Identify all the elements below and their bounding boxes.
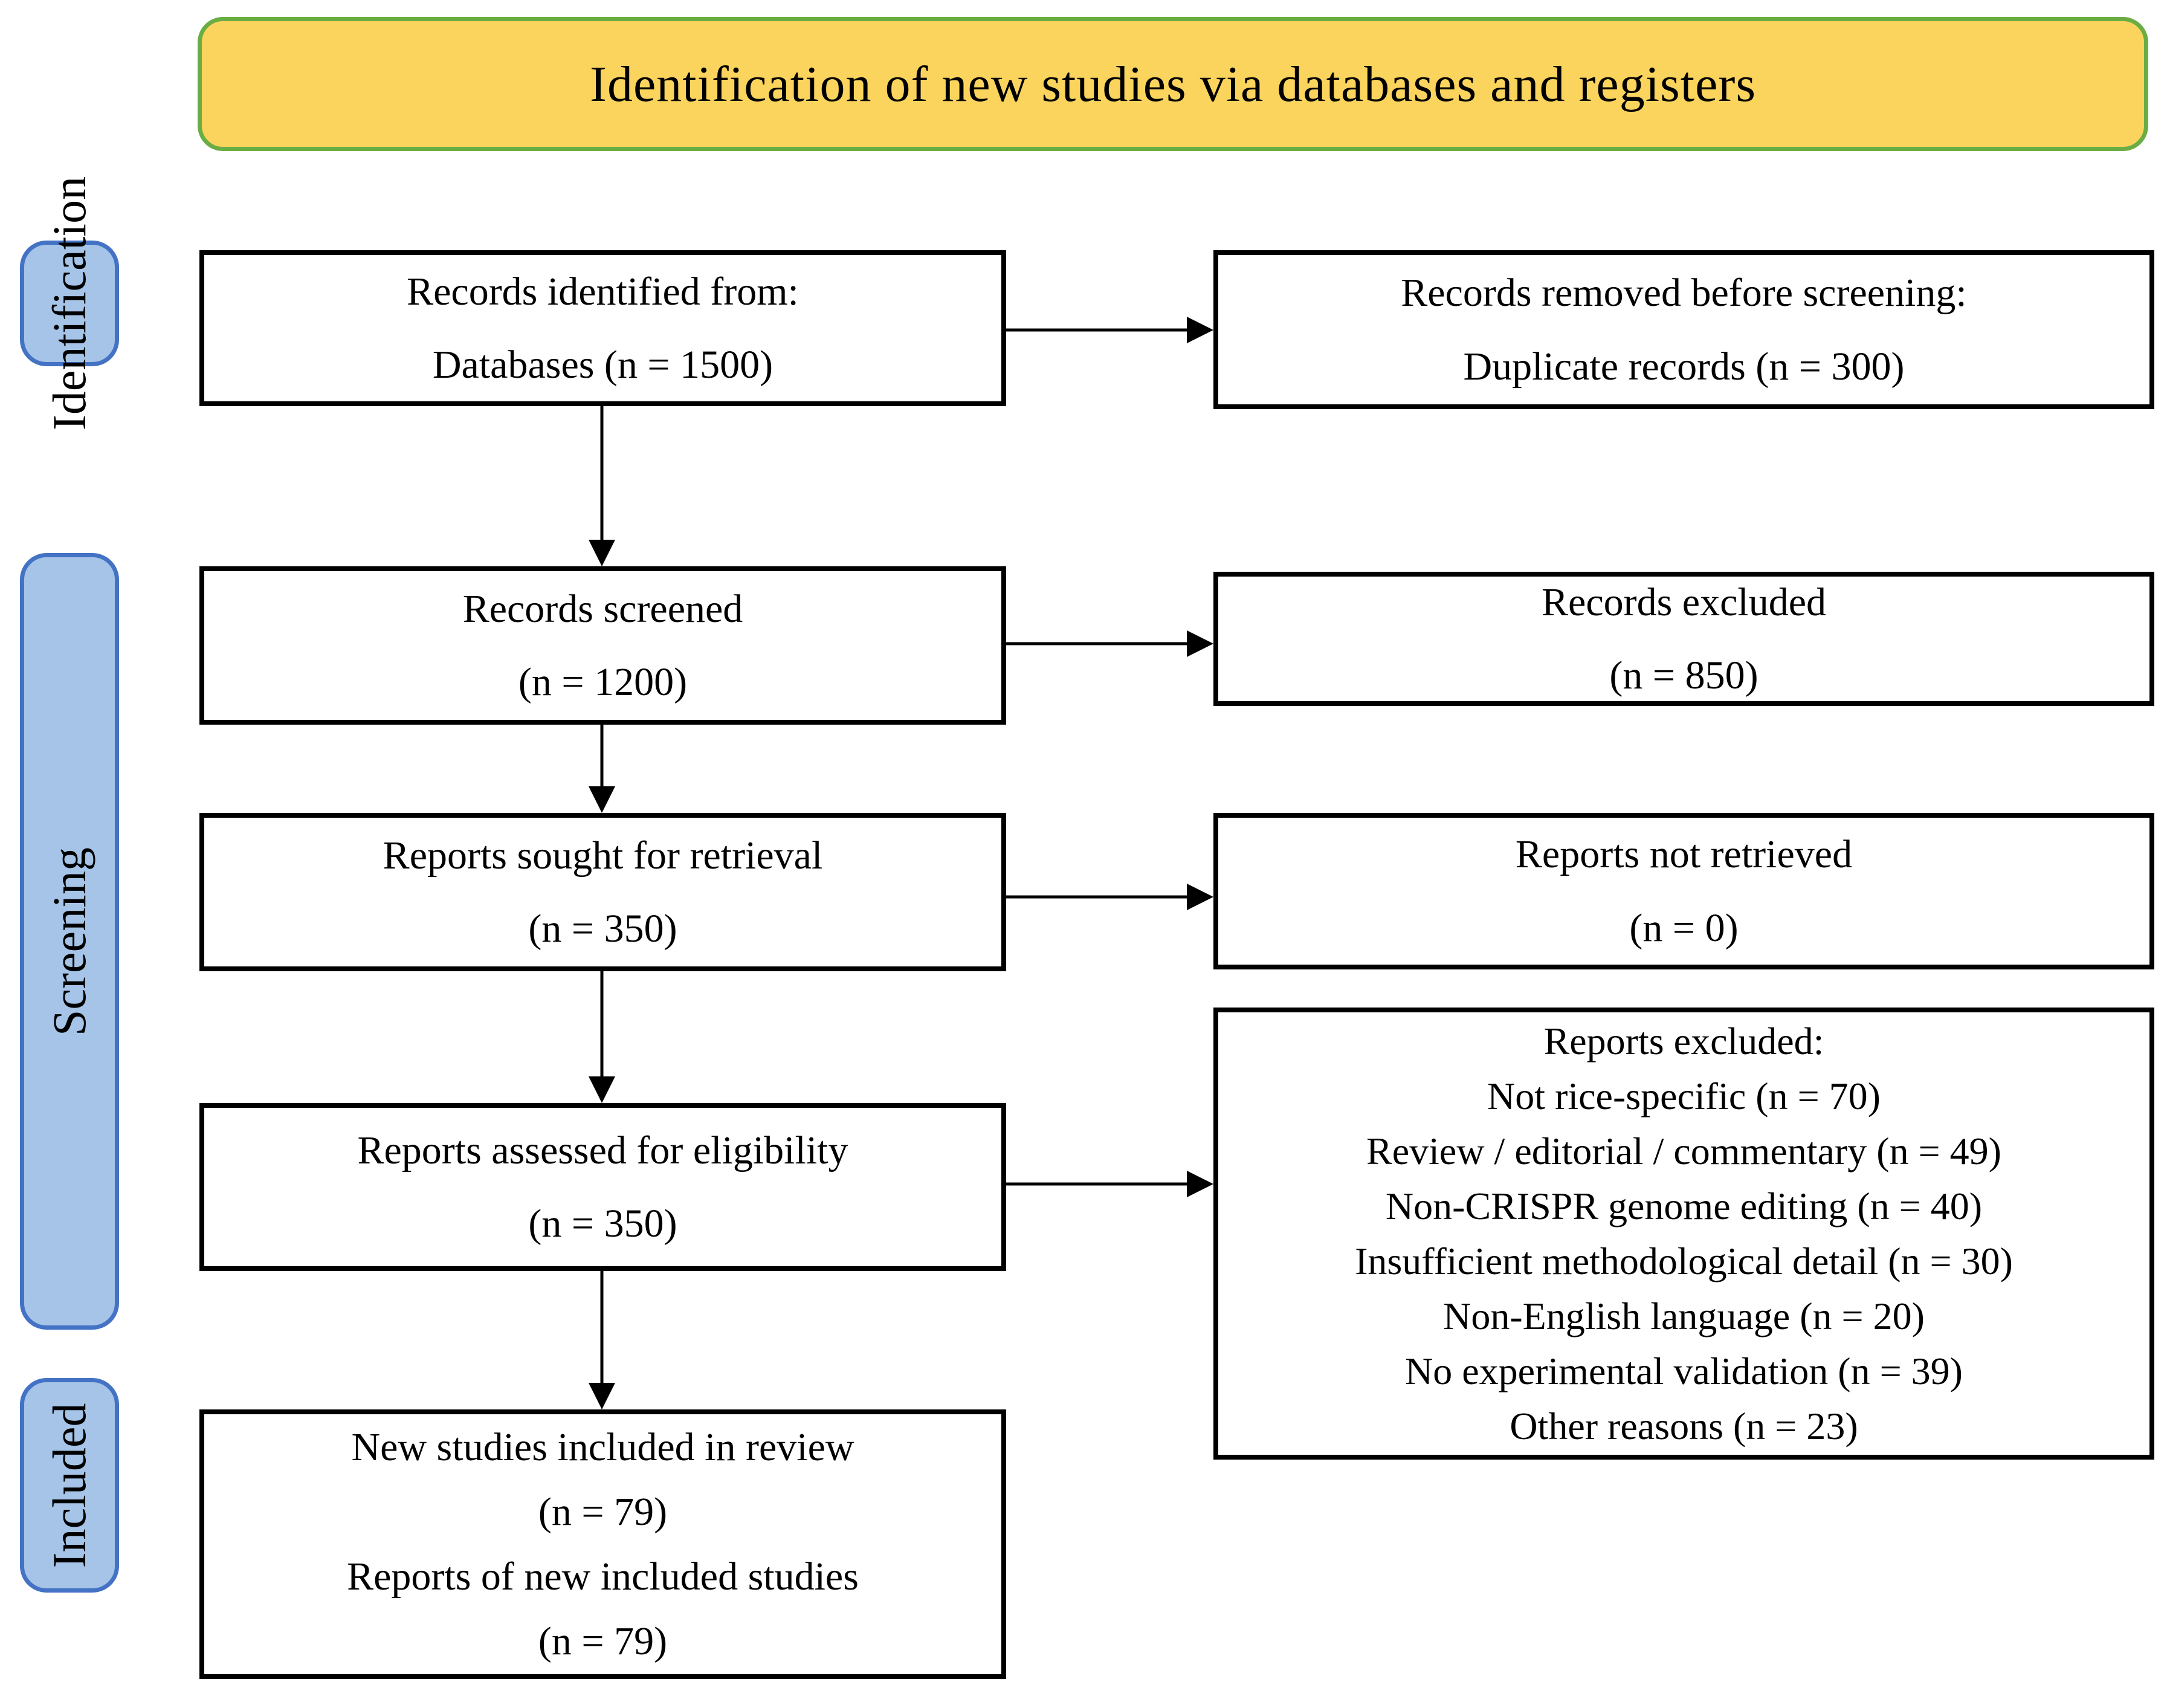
diagram-title-banner: Identification of new studies via databa… [198, 17, 2148, 151]
box-text-line: No experimental validation (n = 39) [1405, 1350, 1963, 1393]
box-records-excluded: Records excluded (n = 850) [1213, 572, 2154, 706]
box-text-line: Not rice-specific (n = 70) [1487, 1075, 1881, 1118]
arrow-screened-to-excluded [1006, 630, 1213, 657]
box-text-line: Reports excluded: [1543, 1020, 1824, 1063]
box-reports-excluded: Reports excluded: Not rice-specific (n =… [1213, 1008, 2154, 1460]
stage-band-identification: Identification [20, 176, 119, 430]
box-text-line: Records identified from: [407, 269, 799, 314]
arrow-assessed-to-reports-excluded [1006, 1171, 1213, 1197]
box-text-line: Duplicate records (n = 300) [1463, 344, 1905, 389]
box-text-line: (n = 350) [528, 907, 677, 951]
box-text-line: Other reasons (n = 23) [1510, 1405, 1858, 1448]
arrow-sought-to-not-retrieved [1006, 884, 1213, 910]
box-text-line: (n = 0) [1629, 905, 1739, 950]
stage-label-included: Included [43, 1403, 95, 1568]
box-studies-included: New studies included in review (n = 79) … [199, 1409, 1006, 1679]
box-text-line: (n = 79) [538, 1619, 668, 1664]
box-reports-sought: Reports sought for retrieval (n = 350) [199, 813, 1006, 971]
box-text-line: Insufficient methodological detail (n = … [1355, 1240, 2013, 1283]
box-text-line: (n = 850) [1609, 653, 1758, 697]
arrow-assessed-to-included [589, 1271, 615, 1409]
box-text-line: New studies included in review [351, 1425, 854, 1469]
box-reports-assessed: Reports assessed for eligibility (n = 35… [199, 1103, 1006, 1271]
box-text-line: Records excluded [1542, 580, 1826, 624]
box-text-line: Records removed before screening: [1401, 271, 1967, 315]
box-text-line: Reports assessed for eligibility [357, 1128, 848, 1173]
box-reports-not-retrieved: Reports not retrieved (n = 0) [1213, 813, 2154, 969]
box-text-line: Databases (n = 1500) [432, 343, 773, 387]
box-text-line: Non-English language (n = 20) [1443, 1295, 1925, 1338]
box-text-line: Reports sought for retrieval [383, 833, 823, 878]
arrow-sought-to-assessed [589, 971, 615, 1103]
box-text-line: (n = 79) [538, 1489, 668, 1534]
arrow-identified-to-screened [589, 406, 615, 566]
arrow-screened-to-sought [589, 725, 615, 813]
stage-label-screening: Screening [43, 847, 95, 1036]
arrow-identified-to-removed [1006, 317, 1213, 343]
box-text-line: (n = 350) [528, 1202, 677, 1246]
box-text-line: (n = 1200) [518, 660, 688, 704]
stage-band-screening: Screening [20, 553, 119, 1330]
box-text-line: Reports of new included studies [347, 1554, 859, 1599]
box-text-line: Records screened [462, 586, 743, 631]
box-text-line: Reports not retrieved [1515, 832, 1853, 877]
box-text-line: Non-CRISPR genome editing (n = 40) [1385, 1185, 1983, 1228]
box-records-identified: Records identified from: Databases (n = … [199, 250, 1006, 406]
stage-band-included: Included [20, 1378, 119, 1593]
box-text-line: Review / editorial / commentary (n = 49) [1366, 1130, 2001, 1173]
box-records-screened: Records screened (n = 1200) [199, 566, 1006, 725]
box-records-removed: Records removed before screening: Duplic… [1213, 250, 2154, 409]
diagram-title: Identification of new studies via databa… [589, 56, 1757, 112]
stage-label-identification: Identification [43, 176, 95, 431]
